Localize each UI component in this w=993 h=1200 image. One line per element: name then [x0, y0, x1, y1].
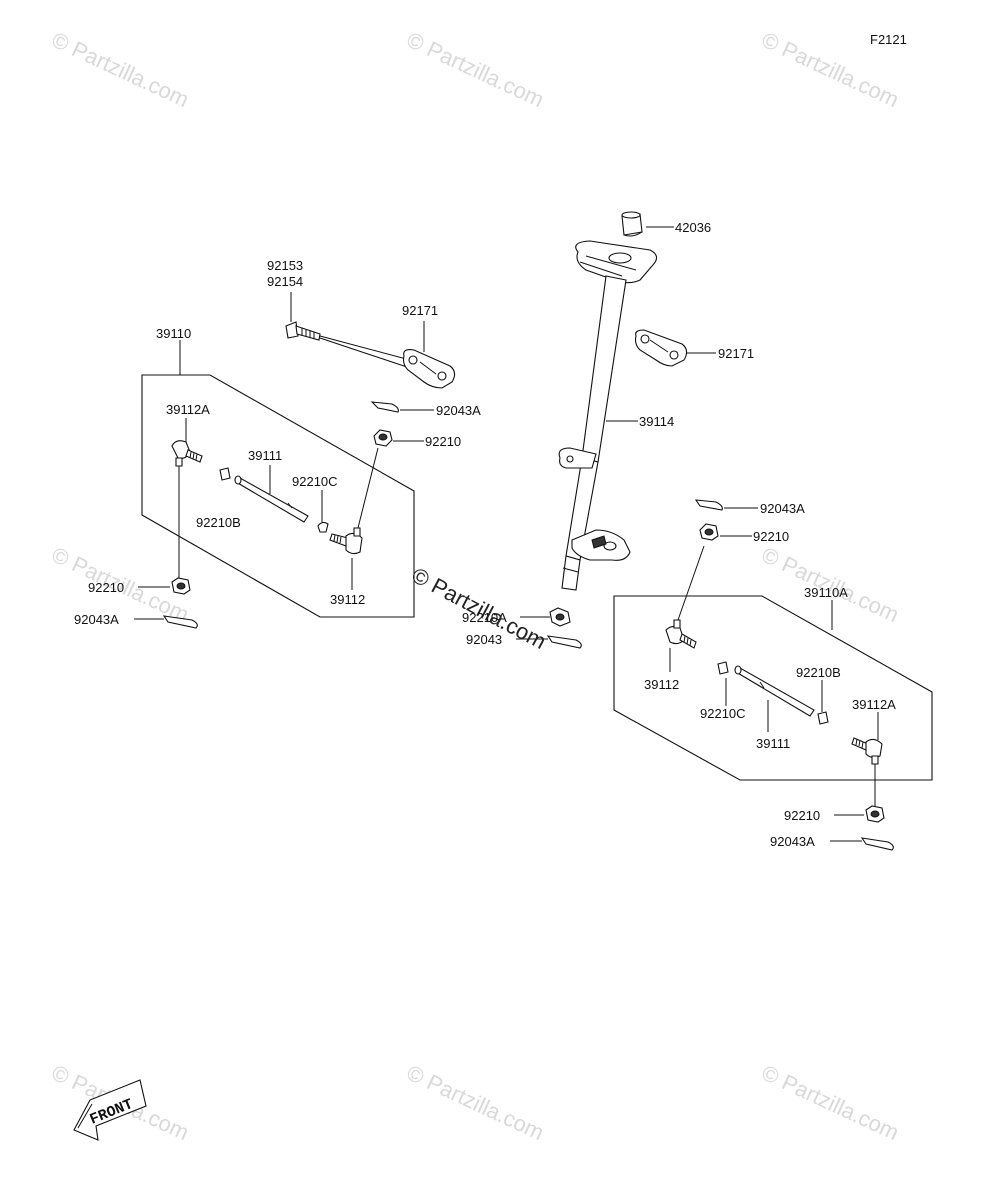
nut-92210-right-top	[699, 523, 719, 541]
label-39111-left: 39111	[248, 448, 282, 463]
label-92210-top: 92210	[425, 434, 461, 449]
steering-shaft-tube	[565, 275, 627, 561]
label-92210-right-top: 92210	[753, 529, 789, 544]
label-92210B-left: 92210B	[196, 515, 241, 530]
watermark: © Partzilla.com	[758, 1060, 903, 1145]
tie-rod-assembly-left: 39110 39112A 92210B 39111 92210C	[141, 326, 415, 618]
label-39112-left: 39112	[330, 592, 365, 607]
label-42036: 42036	[675, 220, 711, 235]
cotter-pin-92043A-left-low	[162, 615, 198, 629]
cotter-pin-92043	[546, 635, 582, 649]
nut-92210-left-low	[171, 577, 191, 595]
label-92043: 92043	[466, 632, 502, 647]
label-92153: 92153	[267, 258, 303, 273]
ball-joint-39112A-right	[851, 737, 883, 765]
figure-code: F2121	[870, 32, 907, 47]
cotter-pin-92043A-right-top	[694, 499, 723, 511]
label-92043A-right-low: 92043A	[770, 834, 815, 849]
nut-92210B-right	[817, 711, 829, 725]
label-39114: 39114	[639, 414, 674, 429]
label-92043A-top: 92043A	[436, 403, 481, 418]
label-39111-right: 39111	[756, 736, 790, 751]
nut-92210B-left	[219, 467, 231, 481]
clip-92210C-left	[317, 521, 329, 533]
clamp-92171-right	[634, 329, 688, 367]
left-clamp-group	[285, 321, 456, 389]
label-92171-right: 92171	[718, 346, 754, 361]
label-92210C-right: 92210C	[700, 706, 746, 721]
shaft-lower-tip	[561, 555, 581, 591]
clip-92210C-right	[717, 661, 729, 675]
ball-joint-39112-left	[329, 527, 363, 555]
label-92043A-left-low: 92043A	[74, 612, 119, 627]
steering-shaft-assembly	[558, 211, 688, 591]
label-39110A: 39110A	[804, 585, 848, 600]
label-92210-right-low: 92210	[784, 808, 820, 823]
ball-joint-39112A-left	[171, 440, 203, 467]
nut-92210-top	[373, 429, 393, 447]
bolt-92153	[285, 321, 321, 341]
label-92154: 92154	[267, 274, 303, 289]
label-92171-left: 92171	[402, 303, 438, 318]
watermark: © Partzilla.com	[403, 1060, 548, 1145]
tie-rod-assembly-right: 39110A 39112 92210C 39111 92210B	[613, 545, 933, 806]
label-39112A-right: 39112A	[852, 697, 896, 712]
tie-rod-39111-left	[234, 475, 309, 523]
nut-92210A	[549, 607, 571, 627]
label-39110: 39110	[156, 326, 191, 341]
watermark: © Partzilla.com	[48, 27, 193, 112]
label-92210C-left: 92210C	[292, 474, 338, 489]
clamp-92171-left	[402, 349, 456, 389]
cotter-pin-92043A-right-low	[860, 837, 894, 851]
cotter-pin-92043A-top	[370, 401, 399, 413]
nut-92210-right-low	[865, 805, 885, 823]
label-92210A: 92210A	[462, 610, 507, 625]
bushing-42036	[621, 211, 643, 237]
shaft-middle-bracket	[558, 447, 597, 469]
ball-joint-39112-right	[665, 619, 697, 649]
shaft-top-plate	[575, 240, 658, 284]
label-92210B-right: 92210B	[796, 665, 841, 680]
assembly-frame-39110	[141, 374, 415, 618]
label-92210-left-low: 92210	[88, 580, 124, 595]
front-direction-arrow: FRONT	[73, 1079, 147, 1141]
label-92043A-right-top: 92043A	[760, 501, 805, 516]
tie-rod-39111-right	[734, 665, 815, 717]
label-39112A-left: 39112A	[166, 402, 210, 417]
shaft-pitman-arm	[571, 529, 631, 561]
label-39112-right: 39112	[644, 677, 679, 692]
assembly-frame-39110A	[613, 595, 933, 781]
watermark: © Partzilla.com	[403, 27, 548, 112]
